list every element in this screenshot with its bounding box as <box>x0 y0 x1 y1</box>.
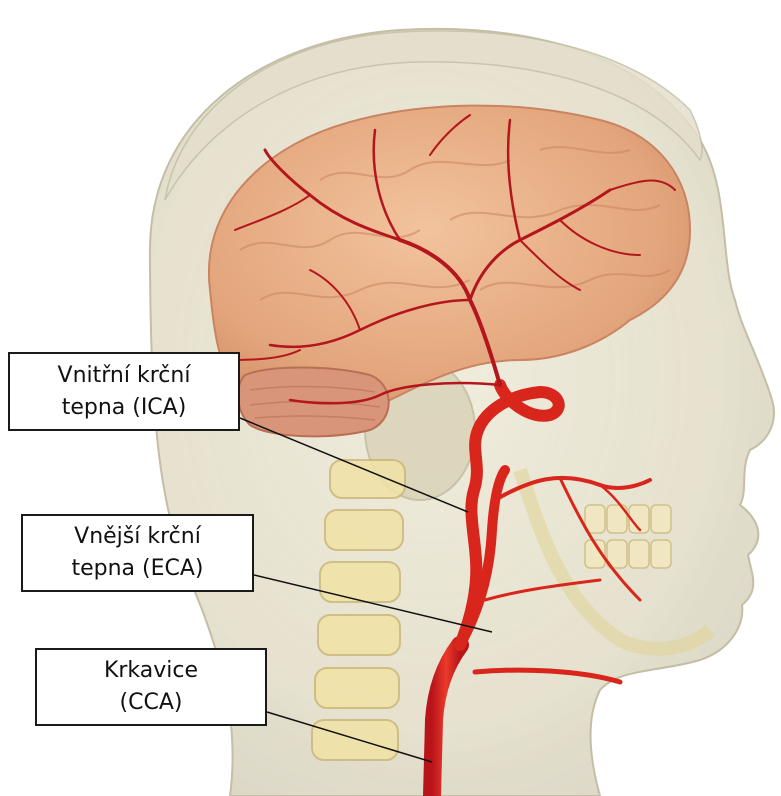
label-common-carotid: Krkavice (CCA) <box>35 648 267 726</box>
label-eca-line2: tepna (ECA) <box>71 553 203 585</box>
label-ica-line2: tepna (ICA) <box>62 392 187 424</box>
label-ica-line1: Vnitřní krční <box>58 360 191 392</box>
label-eca-line1: Vnější krční <box>74 521 201 553</box>
label-internal-carotid: Vnitřní krční tepna (ICA) <box>8 352 240 431</box>
label-cca-line2: (CCA) <box>120 687 183 719</box>
label-cca-line1: Krkavice <box>104 655 198 687</box>
label-external-carotid: Vnější krční tepna (ECA) <box>21 514 254 592</box>
